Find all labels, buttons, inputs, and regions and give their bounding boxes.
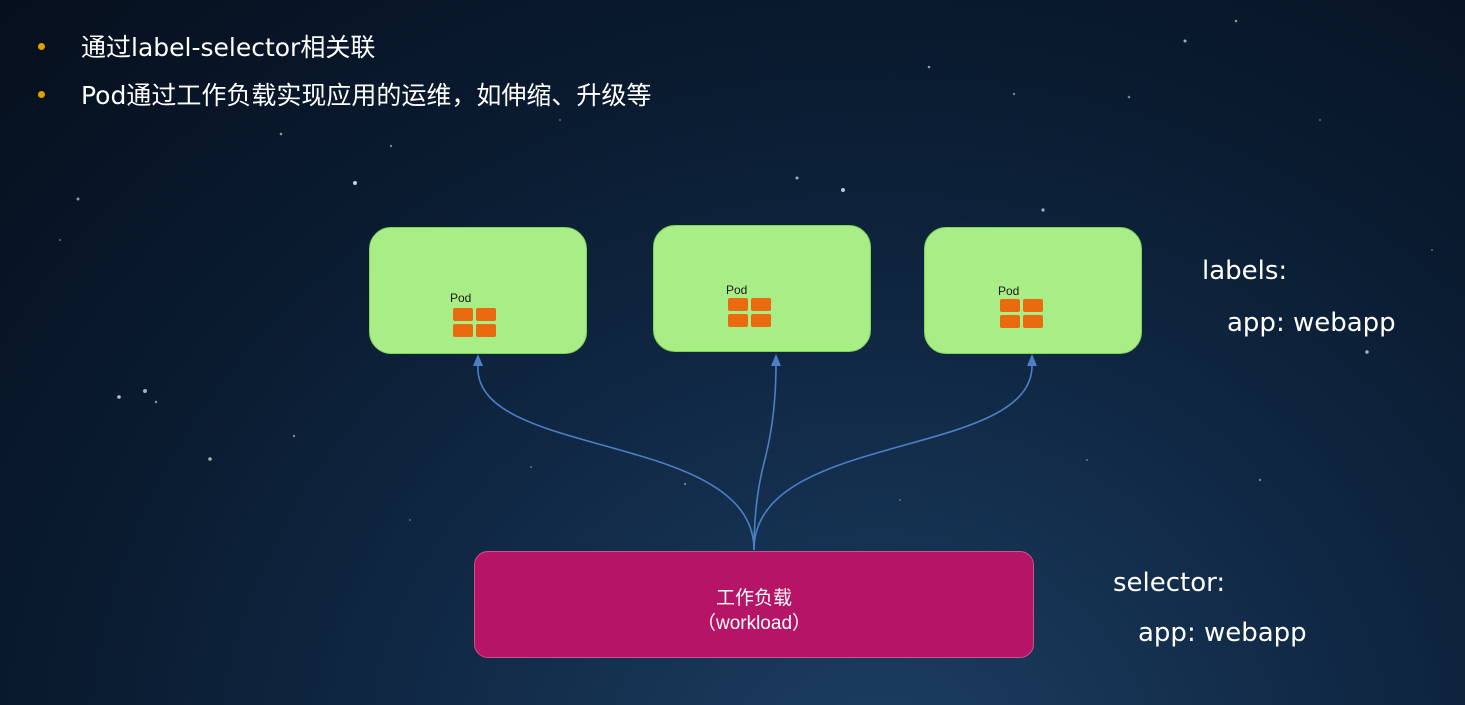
connector-middle <box>753 363 777 551</box>
pod-grid-icon <box>1000 299 1044 329</box>
pod-label: Pod <box>450 291 472 305</box>
workload-box: 工作负载 （workload） <box>474 551 1034 658</box>
bullet-dot-icon <box>38 42 45 50</box>
pod-grid-icon <box>453 308 497 338</box>
selector-key: selector: <box>1113 568 1226 598</box>
bullet-item: 通过label-selector相关联 <box>38 22 651 70</box>
bullet-list: 通过label-selector相关联 Pod通过工作负载实现应用的运维，如伸缩… <box>38 22 651 118</box>
bullet-text: 通过label-selector相关联 <box>81 33 376 62</box>
bullet-item: Pod通过工作负载实现应用的运维，如伸缩、升级等 <box>38 70 651 118</box>
pod-card: Pod <box>653 225 871 352</box>
pod-grid-icon <box>728 298 772 328</box>
pod-label: Pod <box>998 284 1020 298</box>
pod-card: Pod <box>924 227 1142 354</box>
bullet-dot-icon <box>38 90 45 98</box>
labels-value: app: webapp <box>1227 308 1396 338</box>
arrow-up-icon <box>771 354 781 366</box>
arrow-up-icon <box>473 354 483 366</box>
bullet-text: Pod通过工作负载实现应用的运维，如伸缩、升级等 <box>81 81 652 110</box>
pod-label: Pod <box>726 283 748 297</box>
connector-right <box>753 363 1033 551</box>
pod-card: Pod <box>369 227 587 354</box>
workload-title: 工作负载 <box>715 588 792 609</box>
workload-subtitle: （workload） <box>696 613 812 634</box>
arrow-up-icon <box>1027 354 1037 366</box>
labels-key: labels: <box>1202 256 1288 286</box>
connector-left <box>477 363 755 551</box>
selector-value: app: webapp <box>1138 618 1307 648</box>
